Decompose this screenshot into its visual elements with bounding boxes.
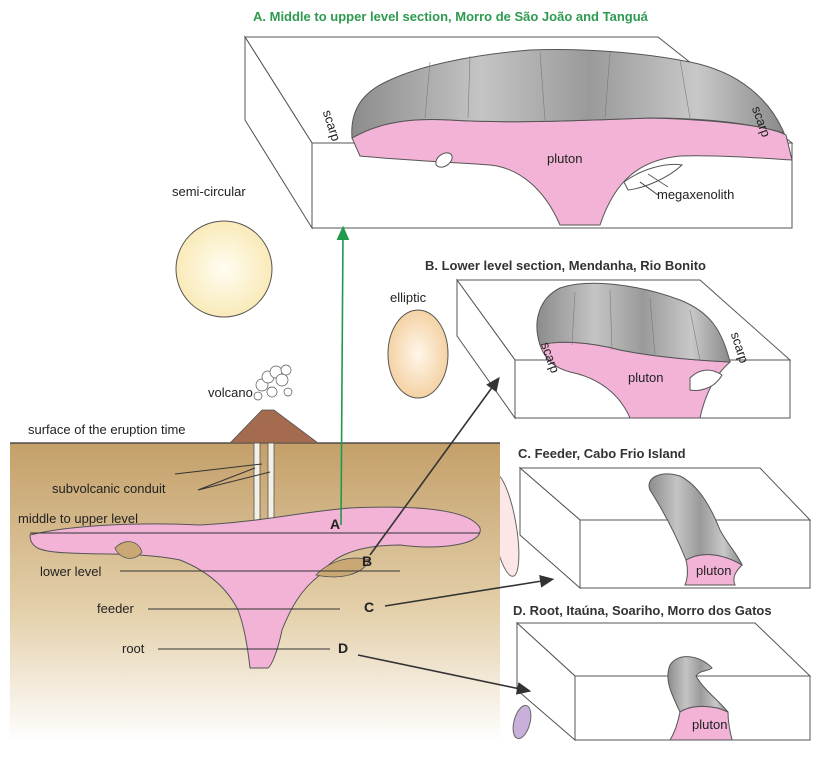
title-a: A. Middle to upper level section, Morro …	[253, 9, 648, 24]
letter-d: D	[338, 640, 348, 656]
root-shape	[510, 704, 534, 741]
lower-level-label: lower level	[40, 564, 101, 579]
megaxenolith-label: megaxenolith	[657, 187, 734, 202]
surface-label: surface of the eruption time	[28, 422, 186, 437]
volcano-label: volcano	[208, 385, 253, 400]
elliptic-shape	[388, 310, 448, 398]
subvolcanic-label: subvolcanic conduit	[52, 481, 165, 496]
root-label: root	[122, 641, 144, 656]
middle-upper-label: middle to upper level	[18, 511, 138, 526]
pluton-label-d: pluton	[692, 717, 727, 732]
title-c: C. Feeder, Cabo Frio Island	[518, 446, 686, 461]
pluton-label-c: pluton	[696, 563, 731, 578]
letter-c: C	[364, 599, 374, 615]
letter-b: B	[362, 553, 372, 569]
title-d: D. Root, Itaúna, Soariho, Morro dos Gato…	[513, 603, 772, 618]
feeder-label: feeder	[97, 601, 134, 616]
pluton-label-a: pluton	[547, 151, 582, 166]
semi-circular-shape	[176, 221, 272, 317]
elliptic-label: elliptic	[390, 290, 426, 305]
letter-a: A	[330, 516, 340, 532]
block-c	[520, 468, 810, 588]
semi-circular-label: semi-circular	[172, 184, 246, 199]
block-d	[517, 623, 810, 740]
pluton-label-b: pluton	[628, 370, 663, 385]
title-b: B. Lower level section, Mendanha, Rio Bo…	[425, 258, 706, 273]
